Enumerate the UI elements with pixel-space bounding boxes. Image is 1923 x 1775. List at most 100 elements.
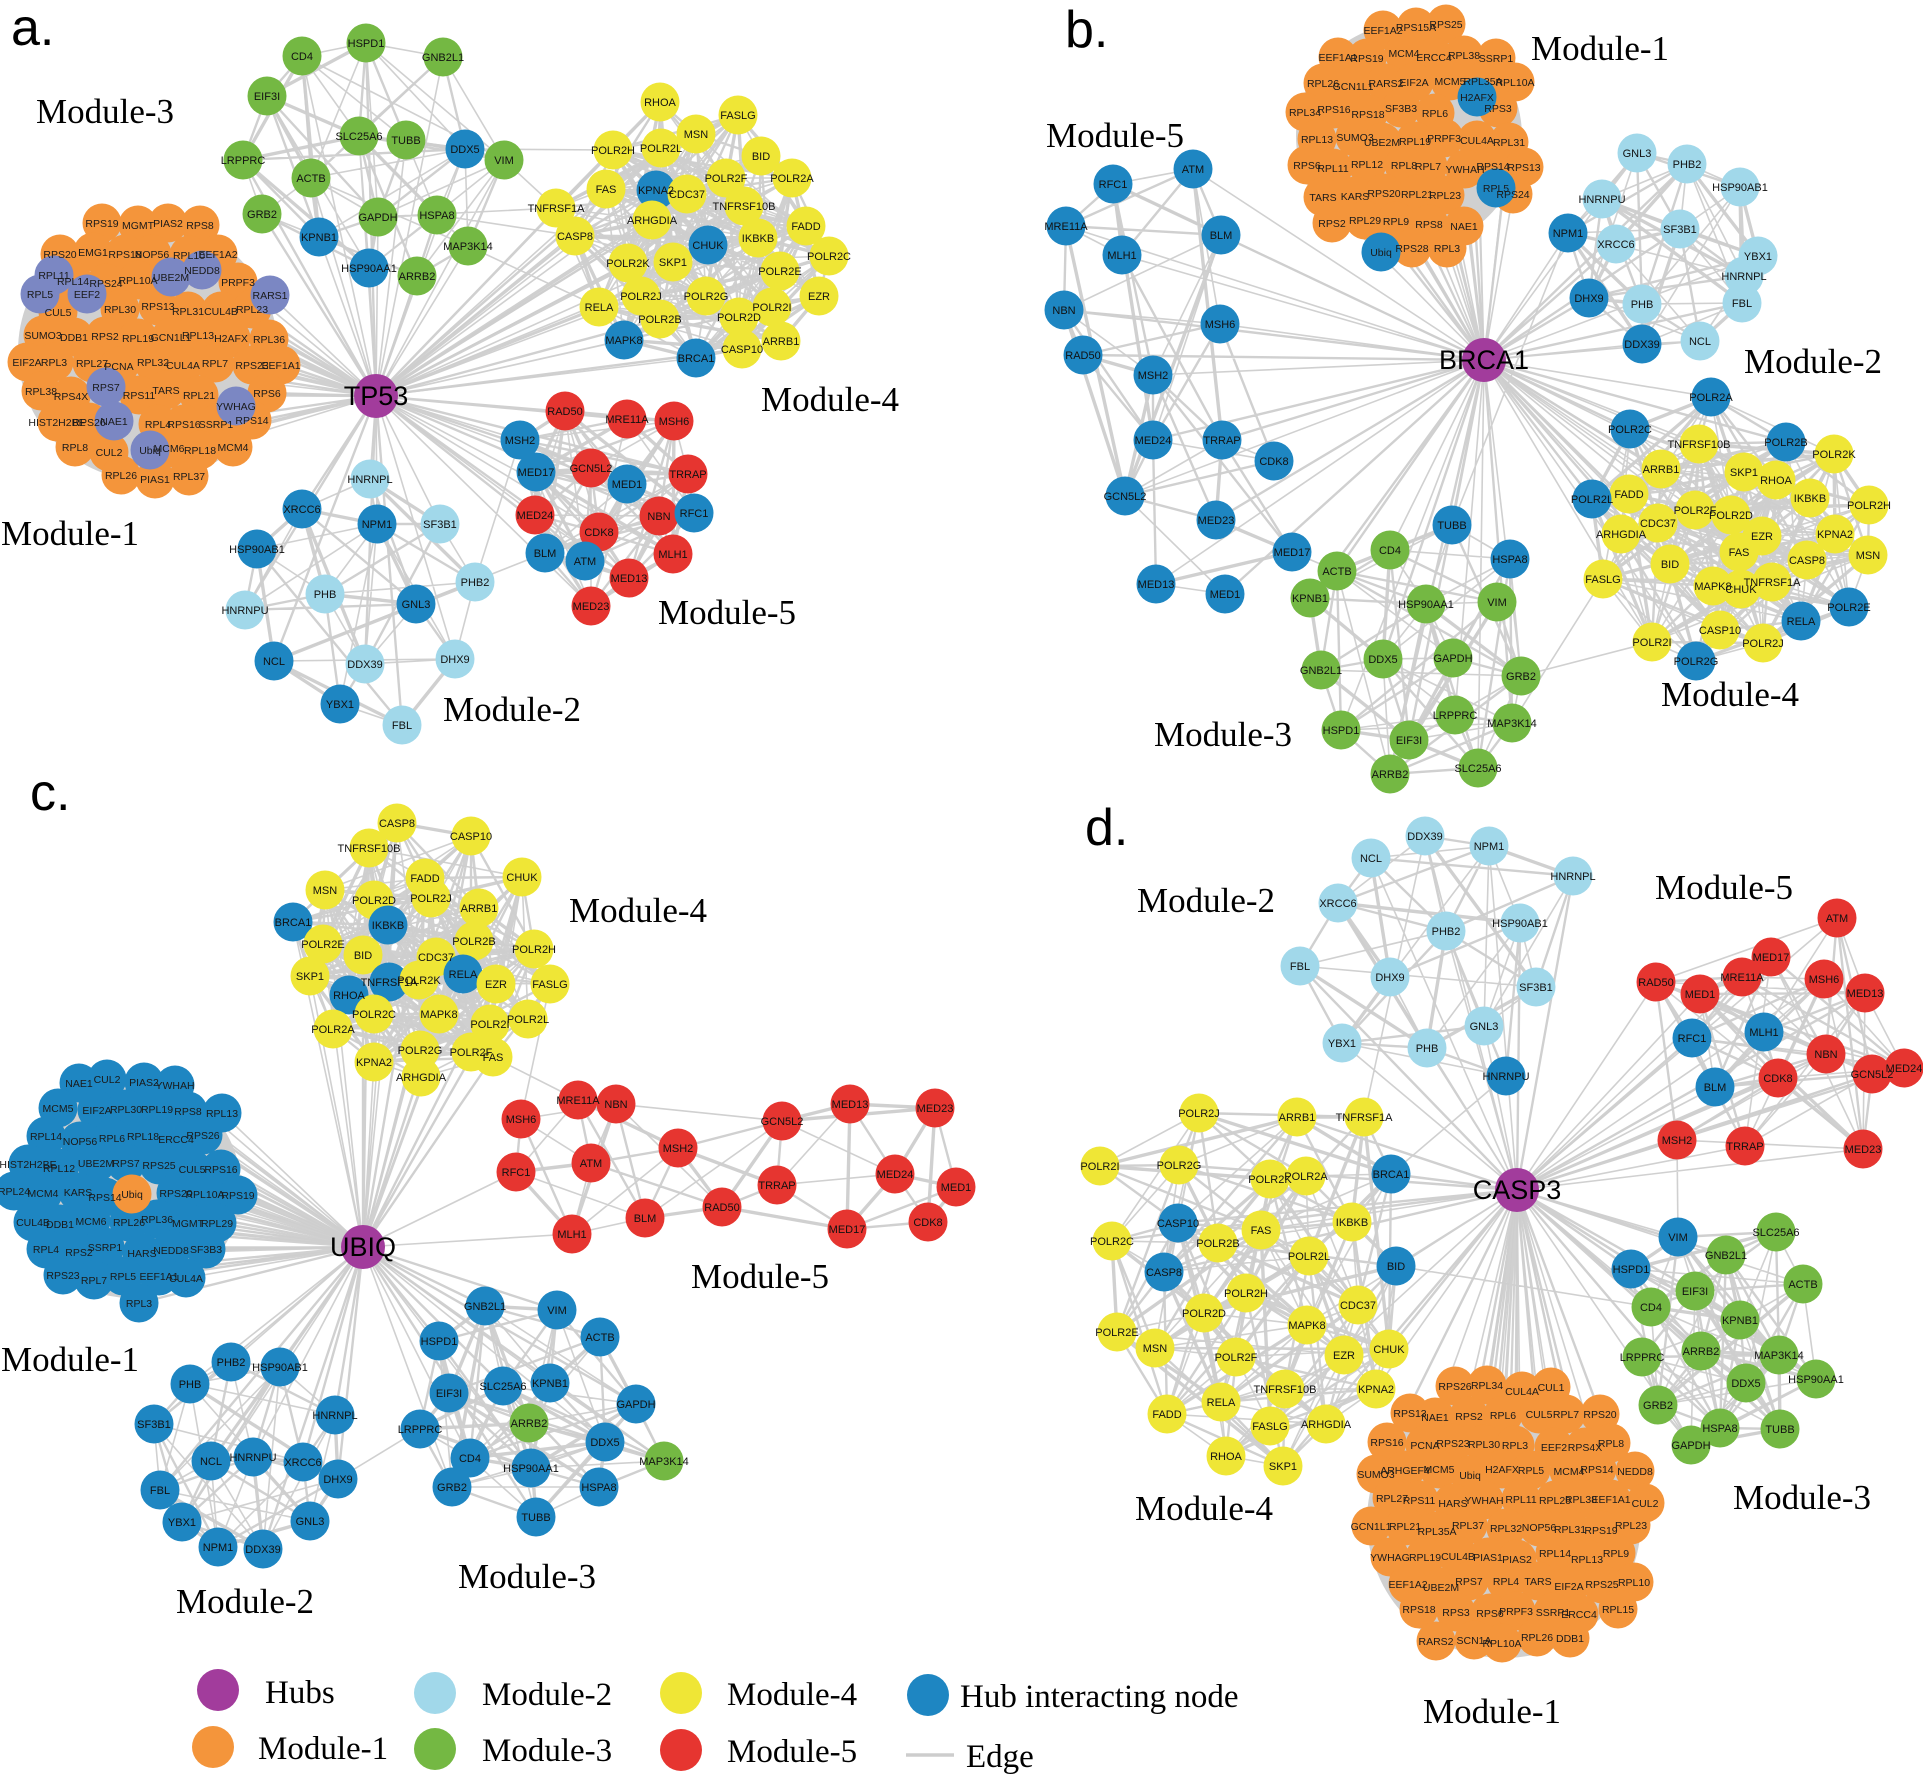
svg-text:MAP3K14: MAP3K14 [1487,718,1537,730]
svg-text:ERCC4: ERCC4 [1561,1609,1597,1621]
svg-text:Hubs: Hubs [265,1675,335,1711]
svg-text:ARRB1: ARRB1 [1279,1112,1316,1124]
svg-text:IKBKB: IKBKB [742,233,774,245]
svg-text:CASP3: CASP3 [1473,1175,1562,1205]
svg-text:RPL7: RPL7 [81,1275,107,1287]
svg-text:RPS19: RPS19 [1350,53,1383,65]
svg-text:GNL3: GNL3 [296,1516,325,1528]
svg-text:MED13: MED13 [1847,988,1884,1000]
svg-text:RPS26: RPS26 [72,417,105,429]
svg-text:RAD50: RAD50 [704,1202,739,1214]
svg-text:MLH1: MLH1 [1107,250,1136,262]
svg-text:HNRNPU: HNRNPU [1578,194,1625,206]
svg-text:RPS8: RPS8 [174,1106,202,1118]
svg-text:KPNB1: KPNB1 [1292,593,1328,605]
svg-text:RPL29: RPL29 [1539,1495,1571,1507]
svg-text:POLR2K: POLR2K [1248,1174,1292,1186]
svg-text:POLR2E: POLR2E [1827,602,1870,614]
svg-text:RPS8: RPS8 [1415,219,1443,231]
svg-text:ACTB: ACTB [296,173,325,185]
svg-text:TARS: TARS [1309,192,1336,204]
svg-text:POLR2J: POLR2J [620,291,662,303]
svg-text:RPL15: RPL15 [1602,1604,1634,1616]
svg-text:BLM: BLM [1210,230,1233,242]
svg-text:SLC25A6: SLC25A6 [479,1381,526,1393]
svg-text:VIM: VIM [494,155,514,167]
svg-text:MLH1: MLH1 [1749,1027,1778,1039]
svg-text:RPS6: RPS6 [1476,1608,1504,1620]
svg-text:POLR2L: POLR2L [507,1014,549,1026]
svg-text:RPL5: RPL5 [1518,1465,1544,1477]
svg-text:FADD: FADD [1614,489,1643,501]
svg-text:MED23: MED23 [573,601,610,613]
svg-text:EEF1A2: EEF1A2 [1363,25,1402,37]
svg-text:RPS13: RPS13 [1393,1408,1426,1420]
svg-text:GCN5L2: GCN5L2 [570,463,613,475]
svg-text:DDX5: DDX5 [450,144,479,156]
svg-text:TNFRSF1A: TNFRSF1A [528,203,586,215]
svg-text:SKP1: SKP1 [1269,1461,1297,1473]
svg-text:MSN: MSN [1856,550,1881,562]
svg-text:Module-3: Module-3 [1733,1478,1871,1517]
svg-text:RPL12: RPL12 [1351,159,1383,171]
svg-text:SSRP1: SSRP1 [1536,1607,1571,1619]
svg-text:RPL21: RPL21 [183,390,215,402]
svg-text:RPS20: RPS20 [1367,188,1400,200]
svg-text:BLM: BLM [534,548,557,560]
svg-text:CASP8: CASP8 [379,818,415,830]
svg-text:FBL: FBL [1732,298,1752,310]
svg-text:XRCC6: XRCC6 [284,1457,321,1469]
svg-text:FASLG: FASLG [1252,1421,1287,1433]
svg-text:GRB2: GRB2 [1643,1400,1673,1412]
svg-text:POLR2K: POLR2K [1812,449,1856,461]
svg-text:POLR2I: POLR2I [1632,637,1671,649]
svg-text:SSRP1: SSRP1 [1479,53,1514,65]
svg-text:MCM6: MCM6 [154,443,185,455]
svg-text:NCL: NCL [200,1456,222,1468]
svg-text:CUL5: CUL5 [179,1164,206,1176]
svg-text:POLR2I: POLR2I [470,1019,509,1031]
svg-text:RPL26: RPL26 [113,1217,145,1229]
svg-text:RPL26: RPL26 [105,470,137,482]
svg-text:HSP90AA1: HSP90AA1 [341,263,397,275]
svg-text:HSP90AA1: HSP90AA1 [1788,1374,1844,1386]
svg-text:NBN: NBN [604,1099,627,1111]
svg-text:EIF2A: EIF2A [1399,77,1428,89]
svg-text:CDC37: CDC37 [1340,1300,1376,1312]
svg-text:ATM: ATM [1182,164,1204,176]
svg-text:SF3B1: SF3B1 [1663,224,1697,236]
svg-text:RELA: RELA [585,302,614,314]
svg-text:MSH2: MSH2 [663,1143,694,1155]
svg-text:NEDD8: NEDD8 [153,1245,189,1257]
svg-text:GAPDH: GAPDH [616,1399,655,1411]
svg-text:MAP3K14: MAP3K14 [1754,1350,1804,1362]
svg-text:POLR2F: POLR2F [450,1047,493,1059]
svg-text:Module-4: Module-4 [727,1677,857,1713]
svg-text:RPL9: RPL9 [1603,1548,1629,1560]
svg-text:RPL12: RPL12 [43,1163,75,1175]
svg-text:RPS14: RPS14 [235,415,268,427]
svg-text:CUL5: CUL5 [1526,1409,1553,1421]
svg-text:RPL30: RPL30 [110,1104,142,1116]
svg-text:PHB: PHB [1416,1043,1439,1055]
svg-text:FASLG: FASLG [1585,574,1620,586]
svg-text:POLR2A: POLR2A [770,173,814,185]
svg-text:YWHAG: YWHAG [216,401,256,413]
svg-text:RPL18: RPL18 [127,1131,159,1143]
svg-text:Module-2: Module-2 [1744,342,1882,381]
svg-text:CASP10: CASP10 [450,831,492,843]
svg-text:YWHAH: YWHAH [1445,164,1484,176]
svg-text:IKBKB: IKBKB [1336,1217,1368,1229]
svg-text:Module-3: Module-3 [36,92,174,131]
svg-text:POLR2B: POLR2B [452,936,495,948]
svg-text:HSPA8: HSPA8 [1702,1423,1737,1435]
svg-text:RPL4: RPL4 [145,419,171,431]
svg-text:IKBKB: IKBKB [372,920,404,932]
svg-text:MSH2: MSH2 [1662,1135,1693,1147]
svg-text:RPL31: RPL31 [1554,1524,1586,1536]
svg-text:RPL6: RPL6 [1422,108,1448,120]
svg-text:RPL4: RPL4 [1493,1576,1519,1588]
svg-text:RPL19: RPL19 [122,333,154,345]
svg-text:KPNA2: KPNA2 [638,185,674,197]
svg-text:POLR2B: POLR2B [638,314,681,326]
